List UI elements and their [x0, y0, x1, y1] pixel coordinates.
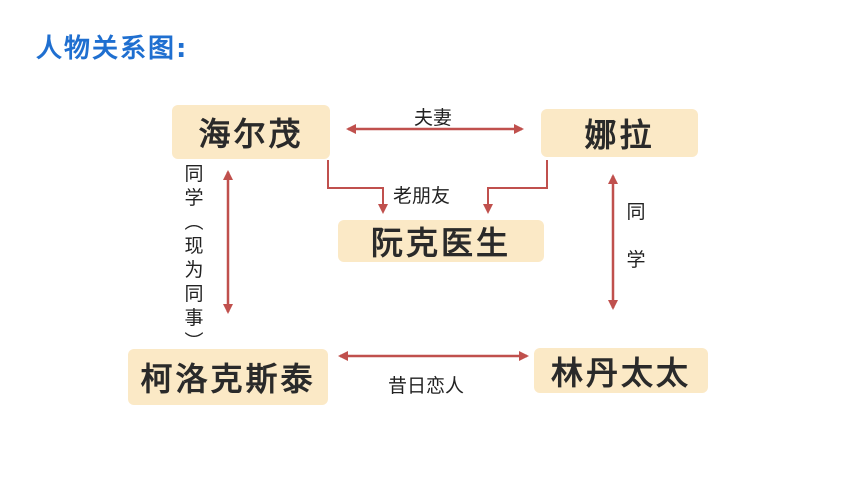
- label-couple: 夫妻: [414, 107, 453, 129]
- label-old-friends: 老朋友: [393, 185, 451, 207]
- node-nala: 娜拉: [541, 109, 698, 157]
- node-keluoke: 柯洛克斯泰: [128, 349, 328, 405]
- label-former-lovers: 昔日恋人: [388, 375, 465, 397]
- node-haierm: 海尔茂: [172, 105, 330, 159]
- page-title: 人物关系图:: [36, 34, 189, 64]
- node-ruanke: 阮克医生: [338, 220, 544, 262]
- node-lindan: 林丹太太: [534, 348, 708, 393]
- label-classmate-right: 同 学: [626, 201, 646, 271]
- arrow-haierm-to-ruanke: [327, 160, 388, 214]
- arrow-nala-to-ruanke: [483, 160, 548, 214]
- label-classmate-left: 同 学 ︵ 现 为 同 事 ︶: [184, 163, 204, 353]
